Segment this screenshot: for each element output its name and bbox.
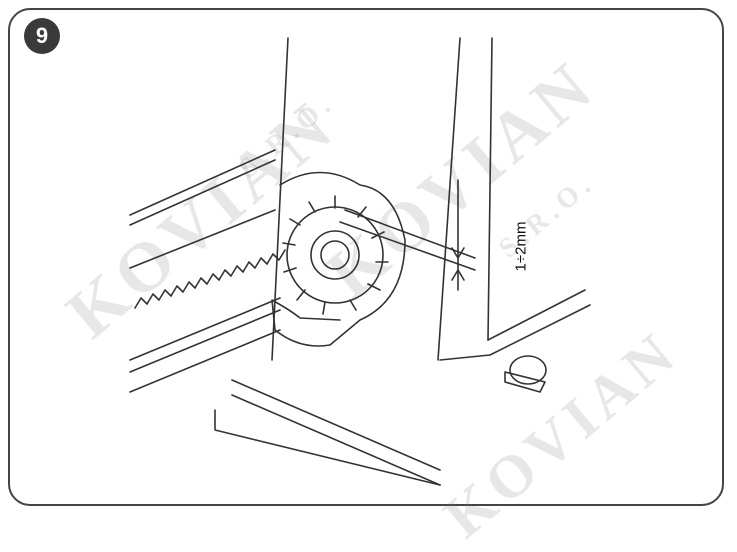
motor-housing-back: [487, 37, 493, 341]
measurement-label: 1÷2mm: [512, 221, 530, 272]
motor-housing-side: [487, 289, 586, 341]
rack-top-line-2: [129, 159, 276, 226]
pinion-hub: [310, 230, 360, 280]
motor-housing-bottom-2: [231, 394, 441, 486]
measure-line-bottom: [339, 221, 476, 271]
motor-housing-bottom: [231, 379, 441, 471]
rack-bottom-line-3: [129, 329, 281, 393]
release-knob-key: [504, 371, 546, 393]
pinion-plate: [271, 171, 406, 347]
rack-teeth: [134, 249, 286, 309]
rack-bottom-line: [129, 297, 281, 361]
figure-frame: [8, 8, 724, 506]
pinion-teeth: [282, 195, 389, 315]
measure-arrow-1: [451, 247, 465, 259]
measure-line-top: [344, 209, 476, 259]
rack-mid-line: [129, 209, 276, 269]
pinion-outer: [286, 206, 384, 304]
motor-housing-front: [437, 37, 461, 361]
motor-housing-base: [439, 304, 591, 361]
step-number-badge: 9: [24, 18, 60, 54]
base-plate: [214, 409, 441, 486]
rack-bottom-line-2: [129, 309, 281, 373]
gear-rack-diagram: [129, 37, 591, 486]
gate-edge-line: [271, 37, 289, 361]
pinion-bore: [320, 240, 350, 270]
release-knob: [509, 355, 547, 385]
rack-top-line: [129, 149, 276, 216]
measure-arrow-2: [451, 269, 465, 281]
